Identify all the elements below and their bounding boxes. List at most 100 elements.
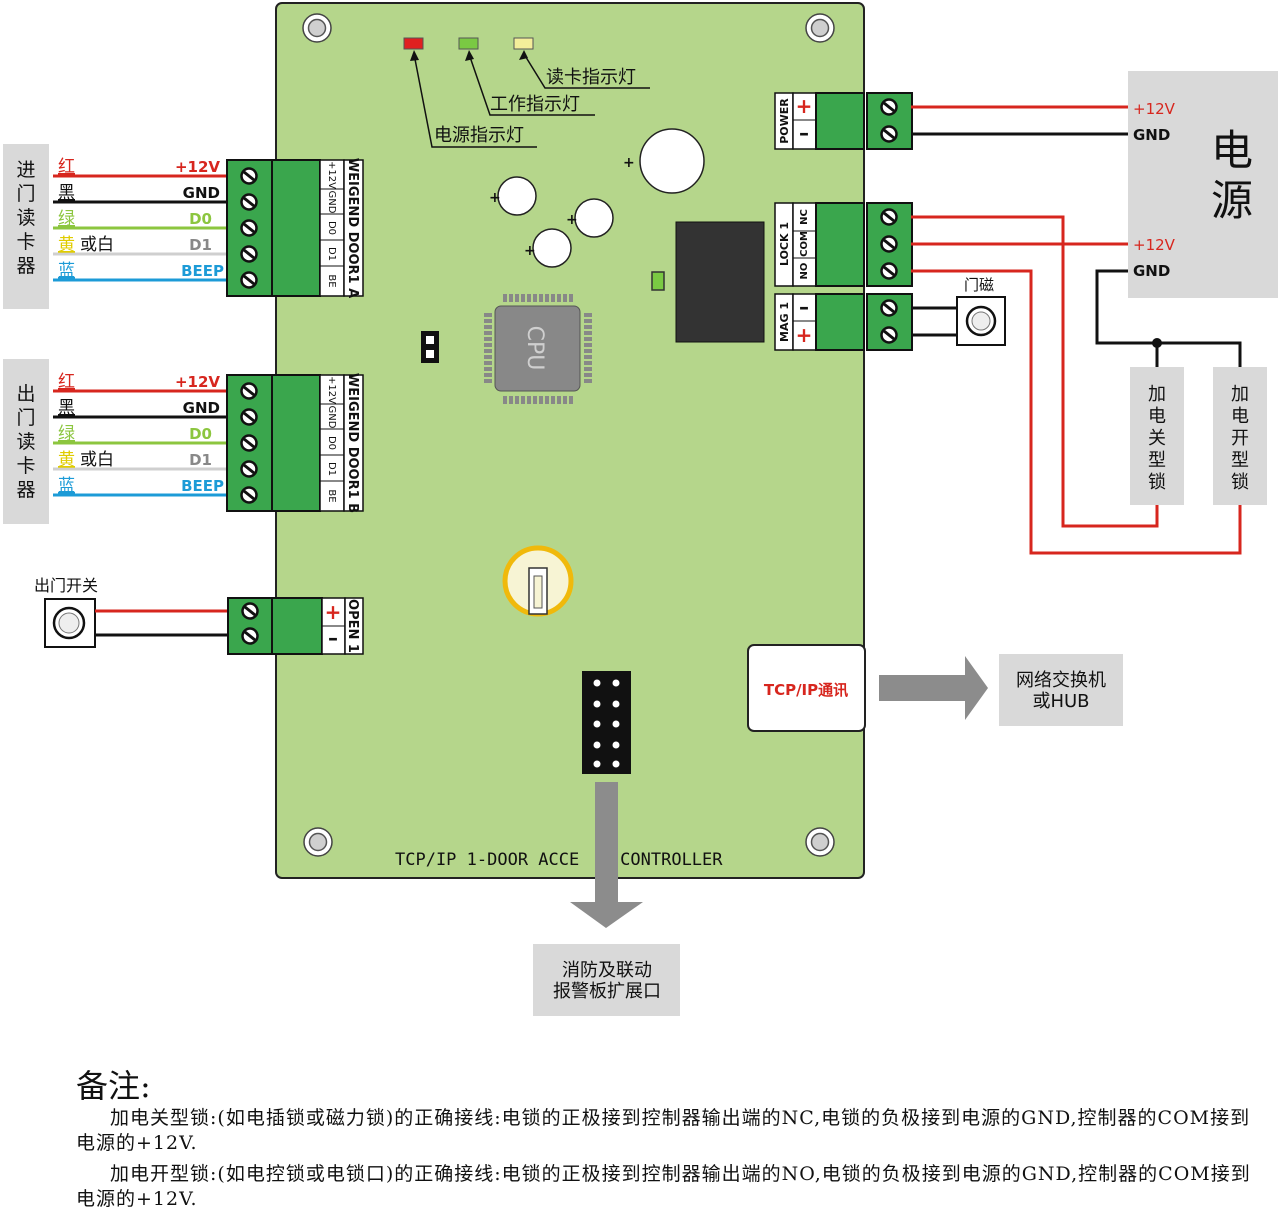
notes-section: 备注: 加电关型锁:(如电插锁或磁力锁)的正确接线:电锁的正极接到控制器输出端的… (76, 1066, 1256, 1218)
svg-text:GND: GND (183, 184, 220, 202)
reader-out-pin-strip (319, 374, 345, 512)
reader-out-color-labels: 红 黑 绿 黄 或白 蓝 (58, 372, 114, 496)
relay-led (651, 271, 665, 291)
svg-text:D1: D1 (326, 462, 337, 476)
svg-text:+12V: +12V (175, 158, 220, 176)
fail-safe-lock-label: 加电开型锁 (1231, 384, 1249, 493)
work-led (458, 37, 479, 50)
reader-out-terminal-label: WEIGEND DOOR1 B (345, 373, 360, 513)
fire-expansion-arrow (570, 782, 643, 928)
svg-text:–: – (799, 295, 809, 319)
tcpip-label: TCP/IP通讯 (764, 681, 848, 699)
svg-text:–: – (328, 626, 338, 650)
svg-text:黑: 黑 (58, 398, 75, 418)
mounting-hole (805, 827, 835, 857)
svg-text:+12V: +12V (1133, 236, 1176, 254)
svg-text:BE: BE (326, 274, 337, 287)
reader-in-title: 进门读卡器 (16, 159, 35, 277)
cpu-chip: CPU (484, 294, 592, 404)
network-switch-panel (999, 654, 1123, 726)
fire-expansion-panel (533, 944, 680, 1016)
mounting-hole (303, 827, 333, 857)
reader-in-panel (3, 144, 49, 309)
reader-out-panel (3, 359, 49, 524)
svg-text:D1: D1 (326, 247, 337, 261)
svg-text:NO: NO (799, 263, 810, 280)
svg-text:红: 红 (58, 372, 75, 392)
svg-text:+: + (566, 212, 578, 228)
svg-text:GND: GND (1133, 126, 1170, 144)
work-led-label: 工作指示灯 (490, 94, 580, 115)
notes-line-fail-safe: 加电开型锁:(如电控锁或电锁口)的正确接线:电锁的正极接到控制器输出端的NO,电… (76, 1163, 1251, 1210)
fire-expansion-header (582, 671, 631, 774)
power-led (403, 37, 424, 50)
lock-wiring (911, 215, 1242, 555)
mounting-hole (805, 13, 835, 43)
reader-in-terminal-label: WEIGEND DOOR1 A (345, 158, 360, 298)
svg-text:D1: D1 (189, 451, 212, 469)
svg-text:+: + (489, 190, 501, 206)
svg-text:–: – (799, 121, 809, 145)
notes-title: 备注: (76, 1067, 151, 1105)
svg-text:+12V: +12V (175, 373, 220, 391)
svg-text:D0: D0 (326, 436, 337, 450)
lock-terminal-label: LOCK 1 (778, 222, 791, 266)
svg-text:+: + (796, 94, 813, 118)
fail-secure-lock-label: 加电关型锁 (1148, 384, 1166, 493)
svg-text:+: + (325, 600, 342, 624)
svg-text:黑: 黑 (58, 183, 75, 203)
exit-switch-label: 出门开关 (34, 576, 98, 595)
reader-out-signal-labels: +12V GND D0 D1 BEEP (175, 373, 224, 495)
reader-in-signal-labels: +12V GND D0 D1 BEEP (175, 158, 224, 280)
power-led-label: 电源指示灯 (434, 125, 524, 146)
mag-terminal-label: MAG 1 (778, 302, 791, 342)
svg-text:蓝: 蓝 (58, 476, 75, 496)
svg-text:+12V: +12V (326, 376, 337, 404)
svg-text:+: + (524, 243, 536, 259)
svg-text:BE: BE (326, 489, 337, 502)
svg-text:GND: GND (1133, 262, 1170, 280)
svg-text:GND: GND (326, 406, 337, 429)
svg-text:GND: GND (183, 399, 220, 417)
cpu-label: CPU (522, 326, 547, 371)
tcpip-port (747, 644, 866, 732)
network-arrow (879, 656, 988, 720)
board-title: TCP/IP 1-DOOR ACCE CONTROLLER (395, 850, 723, 870)
wiring-diagram: TCP/IP 1-DOOR ACCE CONTROLLER 读卡指示灯 工作指示… (3, 2, 1278, 1016)
fire-expansion-label: 消防及联动报警板扩展口 (553, 960, 661, 1002)
svg-text:或白: 或白 (80, 235, 114, 255)
svg-text:D1: D1 (189, 236, 212, 254)
led-callout-lines (413, 53, 650, 148)
svg-text:+12V: +12V (1133, 100, 1176, 118)
svg-text:D0: D0 (189, 425, 212, 443)
svg-text:黄: 黄 (58, 450, 75, 470)
card-led (513, 37, 534, 50)
svg-text:NC: NC (799, 209, 810, 225)
reader-in-color-labels: 红 黑 绿 黄 或白 蓝 (58, 157, 114, 281)
relay (675, 221, 765, 343)
reader-in-pin-strip (319, 159, 345, 297)
power-supply-panel (1128, 71, 1278, 298)
svg-text:D0: D0 (326, 221, 337, 235)
power-supply-title: 电源 (1211, 126, 1253, 225)
svg-text:或白: 或白 (80, 450, 114, 470)
jumper (421, 331, 439, 363)
exit-switch-terminal-label: OPEN 1 (345, 599, 360, 653)
fail-secure-lock (1130, 367, 1184, 505)
svg-text:BEEP: BEEP (181, 477, 224, 495)
card-led-label: 读卡指示灯 (546, 67, 636, 88)
notes-line-fail-secure: 加电关型锁:(如电插锁或磁力锁)的正确接线:电锁的正极接到控制器输出端的NC,电… (76, 1107, 1251, 1154)
svg-text:COM: COM (799, 231, 810, 257)
reader-in-wires (53, 174, 229, 282)
svg-text:蓝: 蓝 (58, 261, 75, 281)
svg-text:BEEP: BEEP (181, 262, 224, 280)
svg-text:+: + (796, 323, 813, 347)
svg-text:+: + (623, 155, 635, 171)
svg-text:黄: 黄 (58, 235, 75, 255)
svg-text:GND: GND (326, 191, 337, 214)
power-terminal-label: POWER (778, 98, 791, 144)
fail-safe-lock (1213, 367, 1267, 505)
reader-out-title: 出门读卡器 (16, 383, 35, 501)
door-sensor-label: 门磁 (964, 276, 994, 294)
svg-text:D0: D0 (189, 210, 212, 228)
